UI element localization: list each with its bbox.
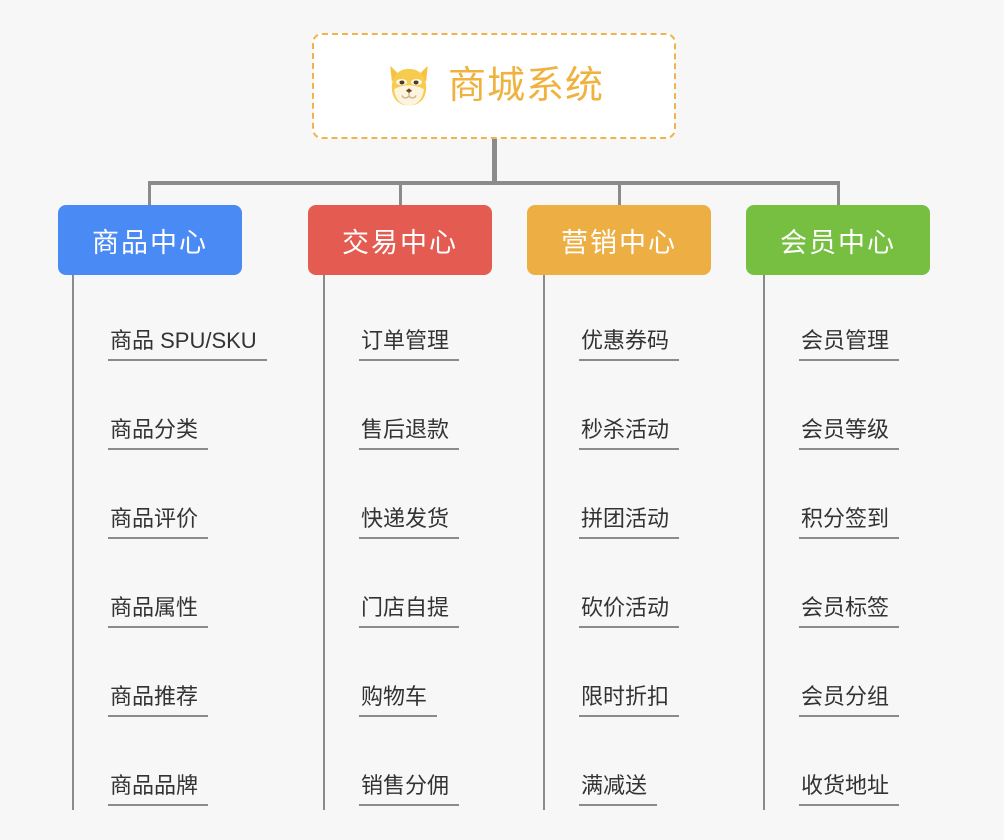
leaf-label: 会员分组 [799,684,900,717]
category-label-3: 会员中心 [780,227,896,258]
connector-root-stem [492,139,497,183]
leaf-column-3: 会员管理 会员等级 积分签到 会员标签 会员分组 收货地址 [763,276,900,810]
leaf-item[interactable]: 会员管理 [763,276,900,365]
leaf-label: 商品品牌 [108,773,209,806]
leaf-item[interactable]: 销售分佣 [323,721,460,810]
leaf-label: 会员标签 [799,595,900,628]
leaf-label: 商品 SPU/SKU [108,328,267,361]
leaf-item[interactable]: 门店自提 [323,543,460,632]
leaf-item[interactable]: 商品 SPU/SKU [72,276,267,365]
category-card-1[interactable]: 交易中心 [308,205,492,275]
leaf-label: 订单管理 [359,328,460,361]
leaf-label: 商品推荐 [108,684,209,717]
leaf-label: 拼团活动 [579,506,680,539]
leaf-item[interactable]: 商品分类 [72,365,267,454]
leaf-item[interactable]: 限时折扣 [543,632,680,721]
connector-drop-2 [399,181,402,205]
leaf-item[interactable]: 积分签到 [763,454,900,543]
leaf-item[interactable]: 商品属性 [72,543,267,632]
leaf-item[interactable]: 商品品牌 [72,721,267,810]
connector-horizontal-bus [149,181,840,185]
leaf-label: 满减送 [579,773,658,806]
leaf-column-2: 优惠券码 秒杀活动 拼团活动 砍价活动 限时折扣 满减送 [543,276,680,810]
leaf-spine-1 [323,276,325,810]
leaf-column-0: 商品 SPU/SKU 商品分类 商品评价 商品属性 商品推荐 商品品牌 [72,276,267,810]
leaf-label: 优惠券码 [579,328,680,361]
leaf-label: 商品属性 [108,595,209,628]
category-label-1: 交易中心 [342,227,458,258]
leaf-label: 售后退款 [359,417,460,450]
leaf-item[interactable]: 快递发货 [323,454,460,543]
leaf-label: 销售分佣 [359,773,460,806]
connector-drop-1 [148,181,151,205]
leaf-item[interactable]: 会员标签 [763,543,900,632]
shiba-dog-icon [390,65,428,106]
leaf-label: 限时折扣 [579,684,680,717]
leaf-spine-2 [543,276,545,810]
leaf-spine-0 [72,276,74,810]
category-card-2[interactable]: 营销中心 [527,205,711,275]
category-label-2: 营销中心 [561,227,677,258]
leaf-item[interactable]: 拼团活动 [543,454,680,543]
leaf-label: 购物车 [359,684,438,717]
leaf-item[interactable]: 砍价活动 [543,543,680,632]
leaf-item[interactable]: 会员分组 [763,632,900,721]
leaf-item[interactable]: 会员等级 [763,365,900,454]
leaf-item[interactable]: 优惠券码 [543,276,680,365]
leaf-label: 门店自提 [359,595,460,628]
root-node[interactable]: 商城系统 [312,33,676,139]
leaf-label: 商品评价 [108,506,209,539]
category-card-0[interactable]: 商品中心 [58,205,242,275]
leaf-label: 收货地址 [799,773,900,806]
leaf-label: 积分签到 [799,506,900,539]
root-title: 商城系统 [447,65,604,107]
leaf-item[interactable]: 购物车 [323,632,459,721]
leaf-label: 商品分类 [108,417,209,450]
leaf-label: 秒杀活动 [579,417,680,450]
leaf-label: 会员管理 [799,328,900,361]
leaf-item[interactable]: 收货地址 [763,721,900,810]
leaf-label: 会员等级 [799,417,900,450]
category-label-0: 商品中心 [92,227,208,258]
leaf-item[interactable]: 商品推荐 [72,632,267,721]
leaf-label: 砍价活动 [579,595,680,628]
leaf-column-1: 订单管理 售后退款 快递发货 门店自提 购物车 销售分佣 [323,276,460,810]
leaf-item[interactable]: 满减送 [543,721,679,810]
connector-drop-4 [837,181,840,205]
leaf-item[interactable]: 订单管理 [323,276,460,365]
leaf-item[interactable]: 售后退款 [323,365,460,454]
leaf-item[interactable]: 秒杀活动 [543,365,680,454]
connector-drop-3 [618,181,621,205]
category-card-3[interactable]: 会员中心 [746,205,930,275]
leaf-item[interactable]: 商品评价 [72,454,267,543]
leaf-label: 快递发货 [359,506,460,539]
leaf-spine-3 [763,276,765,810]
